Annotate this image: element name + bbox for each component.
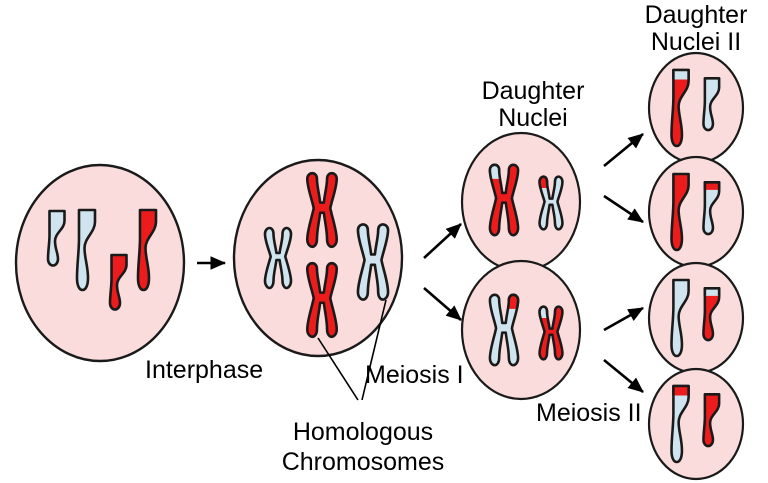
label-daughter-nuclei-line1: Daughter xyxy=(482,77,585,105)
label-daughter-nuclei-ii-line2: Nuclei II xyxy=(651,28,741,56)
label-homologous-line2: Chromosomes xyxy=(282,448,445,476)
arrow-to-daughter-nucleus-1 xyxy=(423,223,462,259)
daughter-nucleus-ii-2 xyxy=(647,155,745,269)
arrow-to-nucleus-ii-4 xyxy=(603,358,644,394)
cell-membrane xyxy=(14,163,186,363)
daughter-nucleus-ii-1 xyxy=(647,51,745,165)
daughter-nucleus-1 xyxy=(460,131,582,273)
leader-line-red-pair xyxy=(317,337,359,401)
label-meiosis-ii: Meiosis II xyxy=(536,399,642,427)
meiosis-i-cell xyxy=(232,158,404,358)
interphase-cell xyxy=(14,163,186,363)
cell-membrane xyxy=(647,155,745,269)
daughter-nucleus-ii-3 xyxy=(647,261,745,375)
arrow-to-nucleus-ii-2 xyxy=(603,194,644,224)
arrow-to-daughter-nucleus-2 xyxy=(423,287,462,321)
label-meiosis-i: Meiosis I xyxy=(365,361,464,389)
label-homologous-line1: Homologous xyxy=(293,418,433,446)
cell-membrane xyxy=(647,51,745,165)
daughter-nucleus-ii-4 xyxy=(647,367,745,481)
cell-membrane xyxy=(232,158,404,358)
cell-membrane xyxy=(647,261,745,375)
daughter-nucleus-2 xyxy=(460,259,582,401)
label-daughter-nuclei-ii-line1: Daughter xyxy=(645,1,748,29)
label-daughter-nuclei-line2: Nuclei xyxy=(498,104,567,132)
cell-membrane xyxy=(460,131,582,273)
leader-line-blue-pair xyxy=(361,299,387,401)
arrow-to-nucleus-ii-1 xyxy=(603,132,644,168)
arrow-to-nucleus-ii-3 xyxy=(603,306,644,332)
label-interphase: Interphase xyxy=(145,356,263,384)
cell-membrane xyxy=(647,367,745,481)
cell-membrane xyxy=(460,259,582,401)
